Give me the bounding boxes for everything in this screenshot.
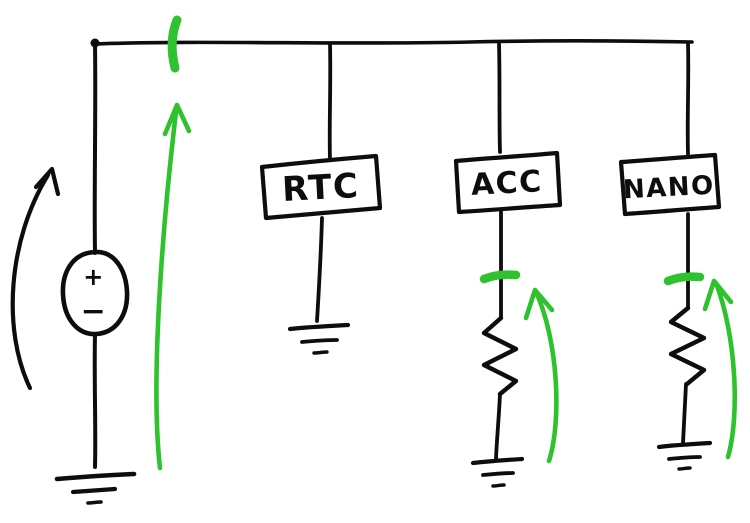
acc-label: ACC (470, 164, 543, 203)
nano-branch: NANO (618, 42, 722, 471)
rtc-label: RTC (281, 166, 360, 210)
nano-lower-wire (681, 382, 688, 445)
nano-ground-symbol (656, 440, 713, 471)
acc-current-arrow (523, 287, 559, 464)
ground-bar-mid (667, 455, 702, 461)
battery-bottom-wire (92, 332, 98, 469)
ground-bar-short (312, 350, 329, 355)
rtc-lower-wire (315, 216, 324, 323)
acc-ground-symbol (470, 456, 525, 488)
battery-minus-label: − (81, 294, 108, 329)
nano-current-arrow-head (702, 278, 734, 312)
battery-top-wire (92, 42, 98, 255)
ground-bar-long (470, 456, 525, 466)
acc-drop-wire (497, 42, 502, 154)
nano-current-arrow-shaft (713, 280, 738, 460)
nano-current-arrow (702, 278, 738, 460)
nano-resistor (668, 305, 707, 387)
rail-current-arrow-head (162, 102, 192, 137)
acc-box (453, 150, 563, 215)
acc-lower-wire (494, 392, 502, 460)
ground-bar-mid (300, 338, 339, 344)
acc-current-arrow-shaft (533, 289, 559, 464)
ground-bar-long (656, 440, 713, 450)
power-rail (90, 38, 694, 48)
rail-wire (91, 39, 694, 46)
ground-bar-mid (481, 471, 515, 477)
battery-loop-arrow (10, 166, 61, 391)
rtc-ground-symbol (287, 322, 351, 355)
rtc-drop-wire (327, 42, 333, 162)
ground-bar-long (287, 322, 351, 332)
annotations (10, 15, 738, 471)
ground-bar-short (677, 466, 692, 471)
acc-resistor (481, 315, 519, 397)
nano-label: NANO (622, 171, 715, 206)
nano-wire-tick (663, 272, 705, 286)
rtc-branch: RTC (259, 42, 383, 355)
rail-tick (167, 15, 182, 73)
nano-box (618, 152, 722, 217)
rail-current-arrow-shaft (154, 109, 179, 471)
battery-loop-arrow-shaft (10, 172, 51, 391)
acc-branch: ACC (453, 42, 563, 488)
acc-current-arrow-head (523, 287, 555, 321)
rtc-box (259, 153, 383, 221)
ground-bar-mid (70, 486, 118, 495)
battery-loop-arrow-head (33, 166, 61, 197)
ground-bar-long (54, 471, 137, 482)
ground-bar-short (491, 483, 506, 488)
battery-plus-label: + (83, 263, 105, 291)
battery-ground-symbol (54, 471, 137, 505)
nano-drop-wire (685, 42, 691, 156)
ground-bar-short (86, 500, 103, 505)
acc-wire-tick (479, 270, 521, 284)
rail-current-arrow (154, 102, 192, 471)
battery-branch: + − (54, 42, 137, 505)
